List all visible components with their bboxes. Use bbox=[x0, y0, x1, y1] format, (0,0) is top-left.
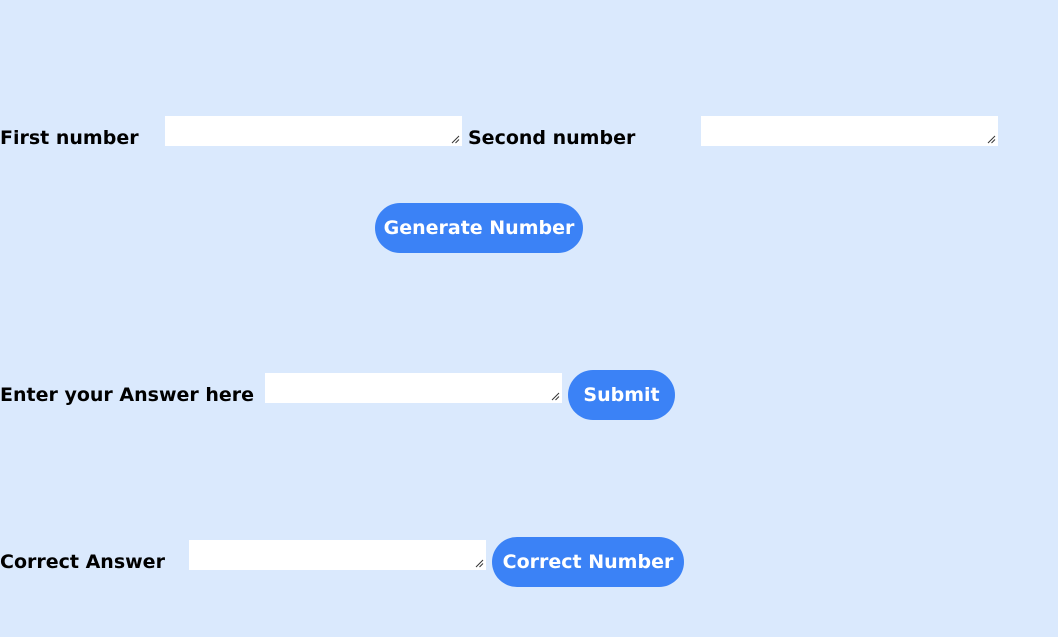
second-number-label: Second number bbox=[468, 127, 636, 149]
answer-label: Enter your Answer here bbox=[0, 384, 255, 406]
resize-grip-icon[interactable] bbox=[550, 391, 560, 401]
resize-grip-icon[interactable] bbox=[986, 134, 996, 144]
correct-number-button[interactable]: Correct Number bbox=[492, 537, 684, 587]
correct-answer-field[interactable] bbox=[189, 540, 486, 570]
first-number-label: First number bbox=[0, 127, 139, 149]
correct-answer-label: Correct Answer bbox=[0, 551, 165, 573]
second-number-field[interactable] bbox=[701, 116, 998, 146]
answer-field[interactable] bbox=[265, 373, 562, 403]
first-number-field[interactable] bbox=[165, 116, 462, 146]
resize-grip-icon[interactable] bbox=[450, 134, 460, 144]
generate-number-button[interactable]: Generate Number bbox=[375, 203, 583, 253]
resize-grip-icon[interactable] bbox=[474, 558, 484, 568]
submit-button[interactable]: Submit bbox=[568, 370, 675, 420]
